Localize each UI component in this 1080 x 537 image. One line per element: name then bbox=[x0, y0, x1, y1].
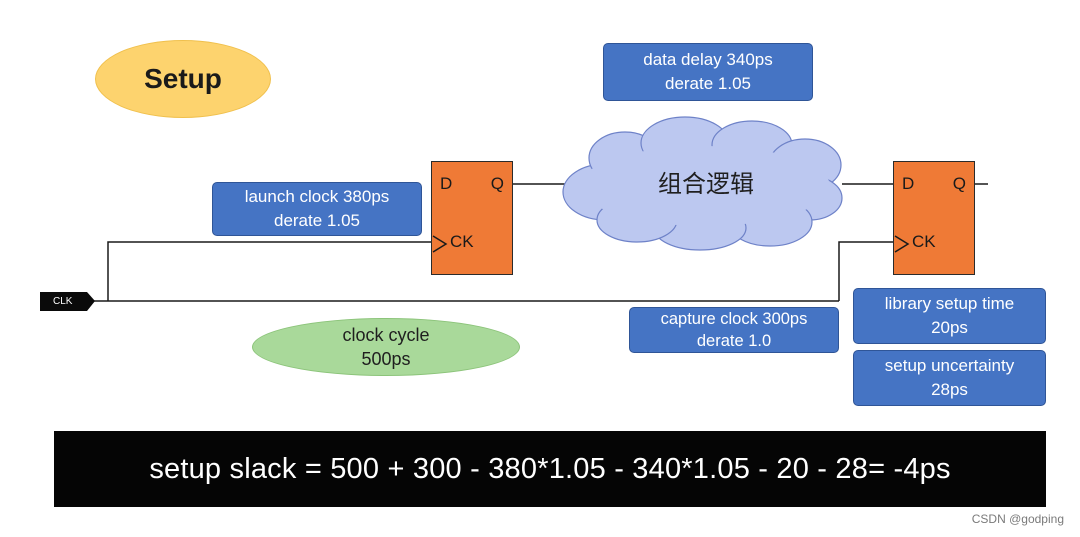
watermark: CSDN @godping bbox=[971, 512, 1064, 526]
capture-clock-wire bbox=[838, 241, 893, 301]
setup-uncertainty-line1: setup uncertainty bbox=[884, 356, 1015, 375]
launch-ff-ck-pin: CK bbox=[450, 232, 474, 251]
capture-ff-clock-triangle-icon bbox=[894, 235, 910, 253]
setup-slack-formula: setup slack = 500 + 300 - 380*1.05 - 340… bbox=[54, 431, 1046, 507]
clk-tag-shape bbox=[40, 292, 95, 311]
capture-ff-d-pin: D bbox=[902, 174, 915, 193]
clock-cycle-ellipse: clock cycle 500ps bbox=[252, 318, 520, 376]
clk-label: CLK bbox=[53, 296, 73, 307]
capture-clock-line1: capture clock 300ps bbox=[660, 310, 808, 328]
launch-ff-d-pin: D bbox=[440, 174, 453, 193]
launch-ff-q-pin: Q bbox=[490, 174, 504, 193]
setup-uncertainty-line2: 28ps bbox=[931, 380, 968, 399]
data-delay-line1: data delay 340ps bbox=[643, 50, 773, 69]
clock-cycle-line2: 500ps bbox=[361, 349, 411, 369]
setup-title: Setup bbox=[95, 40, 271, 118]
capture-ff-q-pin: Q bbox=[952, 174, 966, 193]
capture-clock-box: capture clock 300ps derate 1.0 bbox=[629, 307, 839, 353]
data-delay-box: data delay 340ps derate 1.05 bbox=[603, 43, 813, 101]
setup-slack-formula-text: setup slack = 500 + 300 - 380*1.05 - 340… bbox=[149, 452, 951, 485]
launch-flipflop: D Q CK bbox=[431, 161, 513, 275]
data-delay-line2: derate 1.05 bbox=[664, 74, 751, 93]
launch-clock-box: launch clock 380ps derate 1.05 bbox=[212, 182, 422, 236]
setup-title-text: Setup bbox=[144, 63, 222, 94]
library-setup-line1: library setup time bbox=[884, 294, 1015, 313]
launch-ff-clock-triangle-icon bbox=[432, 235, 448, 253]
library-setup-box: library setup time 20ps bbox=[853, 288, 1046, 344]
launch-clock-wire bbox=[107, 241, 431, 301]
capture-ff-ck-pin: CK bbox=[912, 232, 936, 251]
library-setup-line2: 20ps bbox=[931, 318, 968, 337]
clock-cycle-line1: clock cycle bbox=[342, 325, 430, 345]
launch-clock-line2: derate 1.05 bbox=[273, 211, 360, 230]
launch-clock-line1: launch clock 380ps bbox=[244, 187, 390, 206]
capture-clock-line2: derate 1.0 bbox=[696, 332, 772, 350]
capture-flipflop: D Q CK bbox=[893, 161, 975, 275]
logic-cloud-label: 组合逻辑 bbox=[658, 171, 754, 198]
setup-uncertainty-box: setup uncertainty 28ps bbox=[853, 350, 1046, 406]
